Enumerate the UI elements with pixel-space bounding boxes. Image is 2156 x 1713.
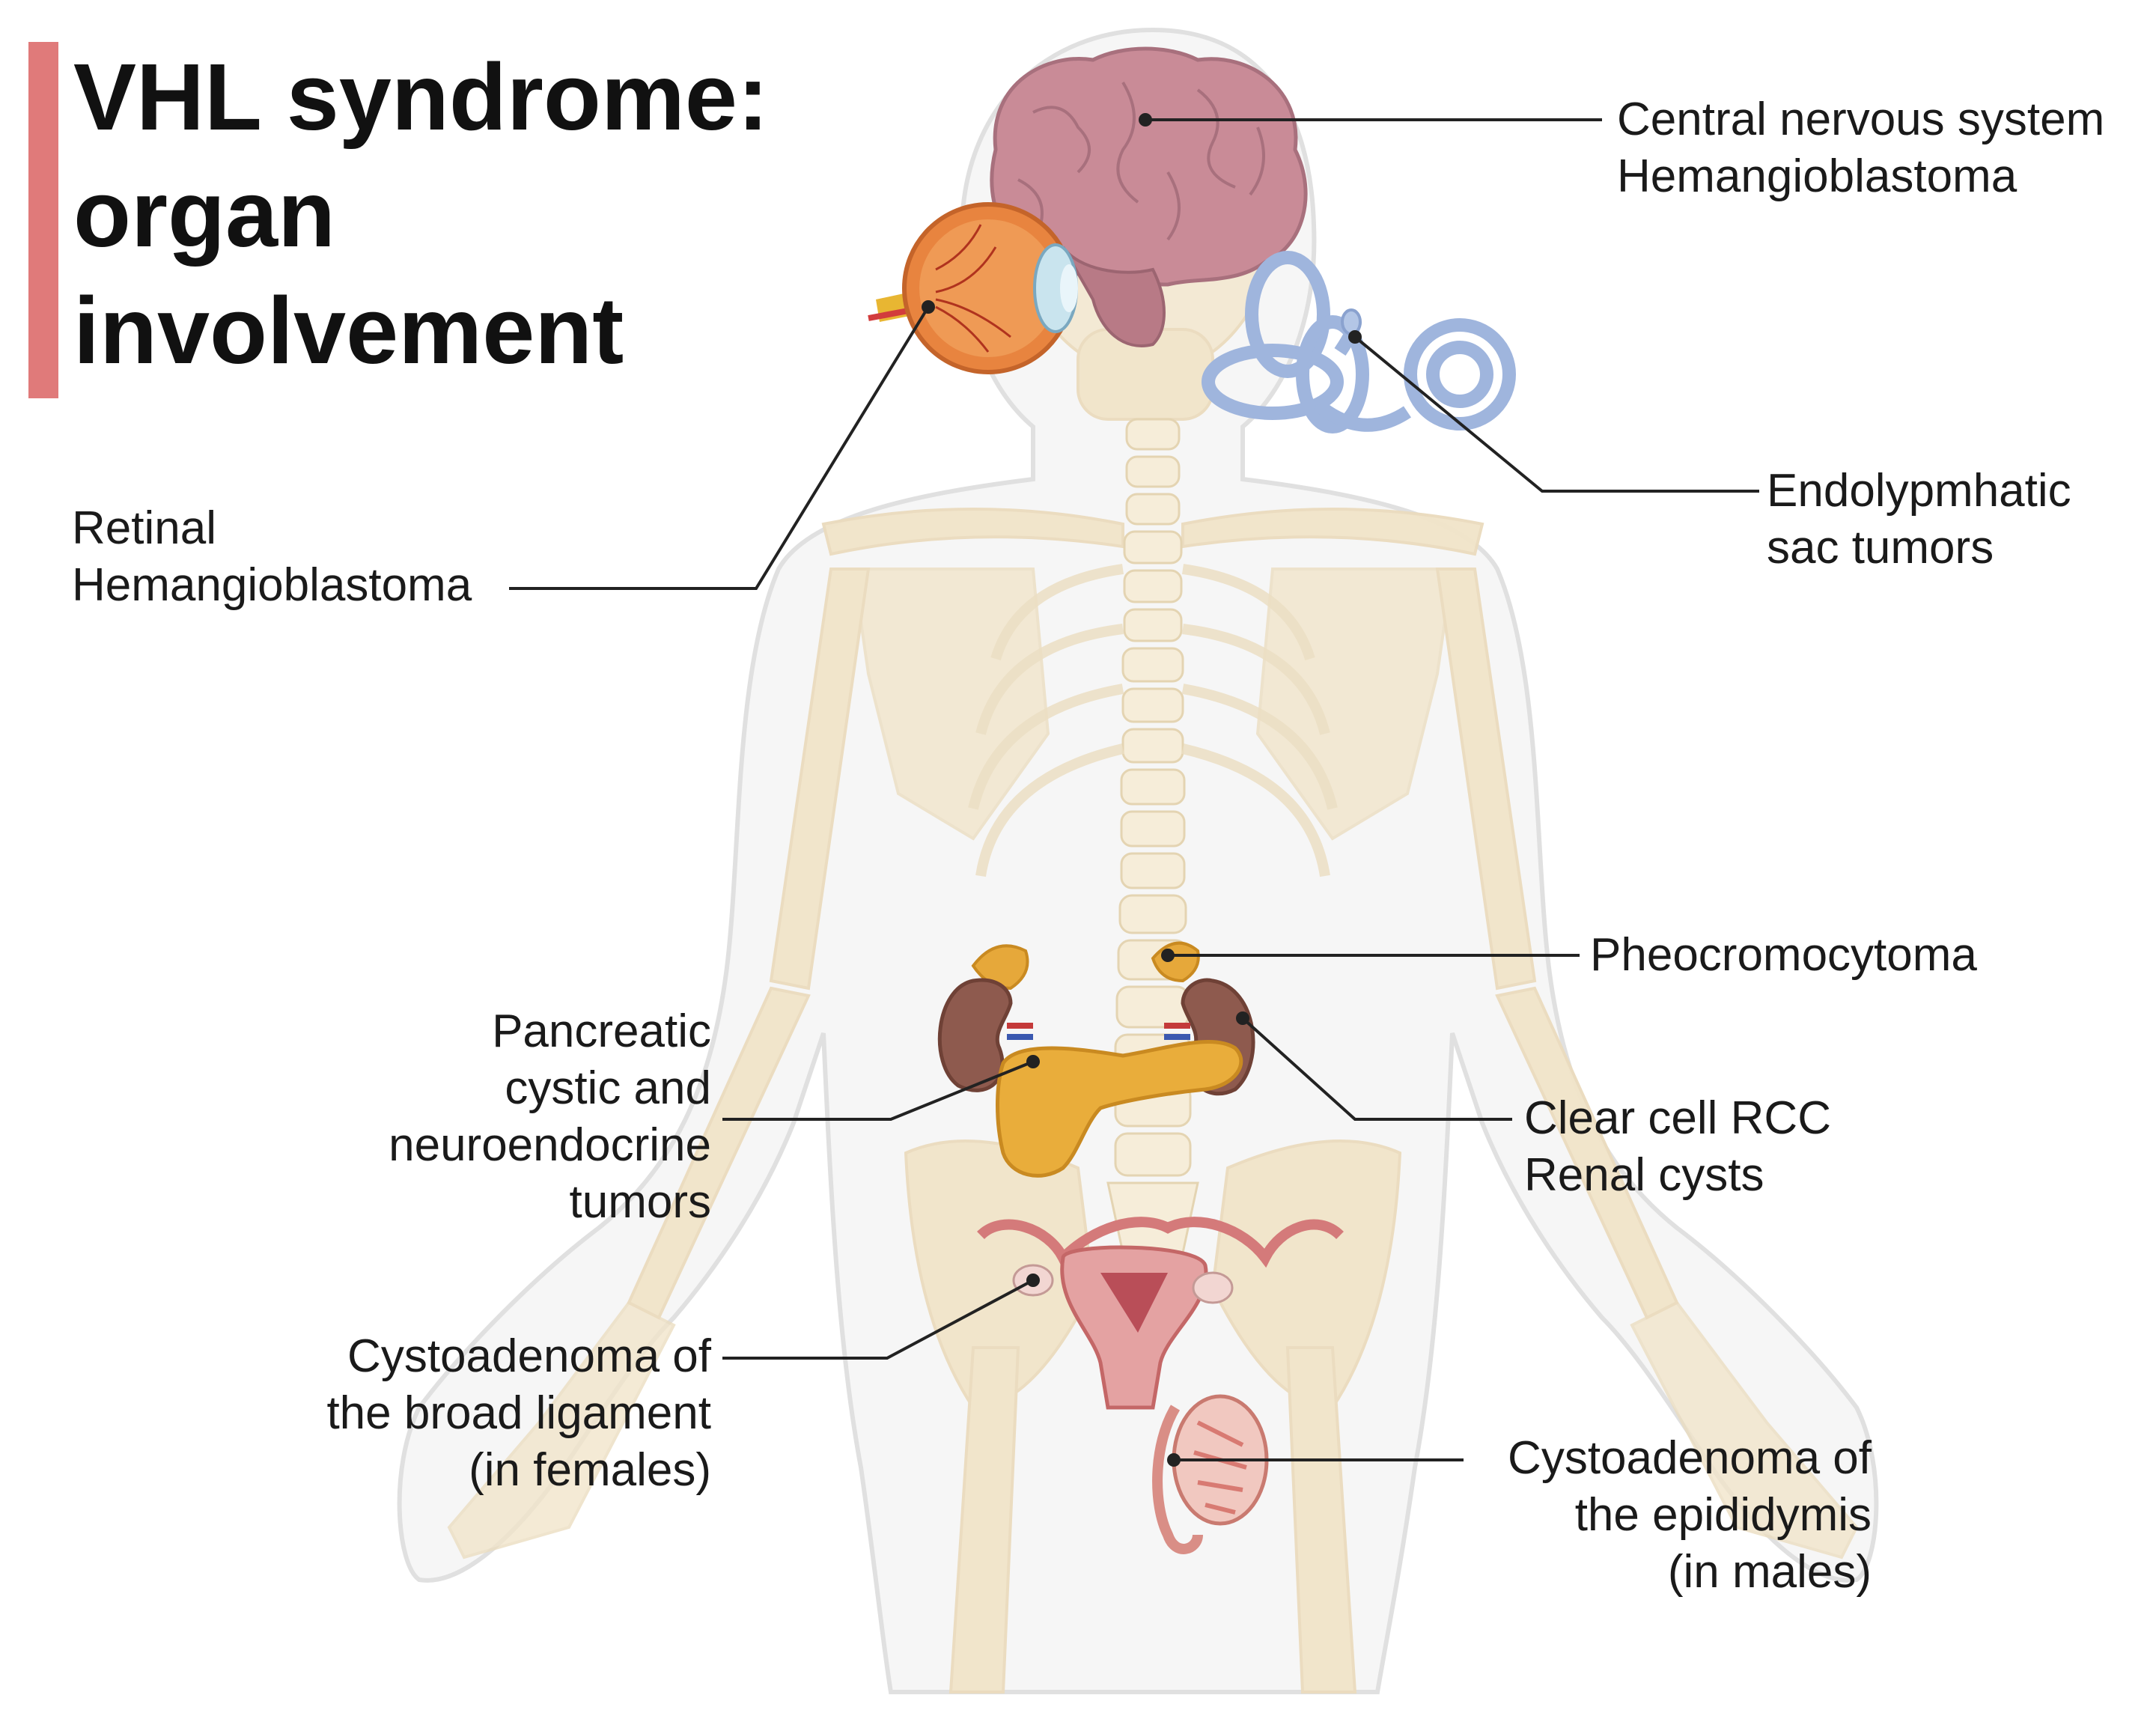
label-pancreatic: Pancreatic cystic and neuroendocrine tum…: [270, 1003, 711, 1231]
label-line: Clear cell RCC: [1524, 1092, 1831, 1144]
title-line: VHL syndrome:: [73, 44, 769, 150]
page-title: VHL syndrome: organ involvement: [73, 39, 897, 389]
inner-ear-icon: [1202, 251, 1516, 433]
label-renal: Clear cell RCC Renal cysts: [1524, 1090, 1831, 1204]
label-line: Pheocromocytoma: [1590, 929, 1977, 981]
eye-icon: [868, 202, 1078, 374]
label-line: Renal cysts: [1524, 1149, 1764, 1201]
label-broad-ligament: Cystoadenoma of the broad ligament (in f…: [225, 1328, 711, 1499]
leader-line-pancreatic: [722, 1060, 1034, 1121]
pancreas-icon: [996, 1039, 1243, 1178]
label-pheochromocytoma: Pheocromocytoma: [1590, 927, 1977, 984]
renal-vessels-icon: [1007, 1023, 1190, 1040]
leader-line-broad-ligament: [722, 1279, 1034, 1360]
label-retinal: Retinal Hemangioblastoma: [72, 500, 472, 614]
label-line: the broad ligament: [326, 1387, 711, 1439]
title-accent-bar: [28, 42, 58, 398]
leader-line-endolymphatic: [1353, 335, 1759, 493]
label-line: the epididymis: [1574, 1489, 1872, 1541]
label-line: Pancreatic: [492, 1005, 711, 1057]
label-line: (in females): [469, 1444, 711, 1496]
title-line: involvement: [73, 278, 624, 383]
label-line: neuroendocrine: [389, 1119, 711, 1171]
label-cns: Central nervous system Hemangioblastoma: [1617, 91, 2104, 205]
label-line: Hemangioblastoma: [72, 559, 472, 611]
title-line: organ: [73, 161, 336, 267]
label-endolymphatic: Endolypmhatic sac tumors: [1767, 463, 2071, 576]
endolymphatic-sac-icon: [1341, 308, 1362, 335]
leader-line-renal: [1241, 1017, 1512, 1121]
label-line: (in males): [1667, 1546, 1872, 1598]
leader-line-retinal: [509, 305, 930, 590]
label-line: sac tumors: [1767, 522, 1994, 573]
label-line: Cystoadenoma of: [1508, 1432, 1872, 1484]
skeleton-icon: [447, 73, 1859, 1694]
label-line: tumors: [569, 1176, 711, 1228]
label-line: Cystoadenoma of: [347, 1330, 711, 1382]
label-line: cystic and: [505, 1062, 711, 1114]
ribcage-icon: [968, 564, 1338, 877]
label-line: Central nervous system: [1617, 94, 2105, 145]
label-line: Endolypmhatic: [1767, 465, 2071, 517]
label-line: Hemangioblastoma: [1617, 150, 2018, 202]
brain-icon: [990, 46, 1308, 347]
uterus-icon: [977, 1217, 1344, 1410]
leader-lines: [509, 113, 1759, 1467]
label-line: Retinal: [72, 502, 216, 554]
label-epididymis: Cystoadenoma of the epididymis (in males…: [1467, 1430, 1872, 1601]
